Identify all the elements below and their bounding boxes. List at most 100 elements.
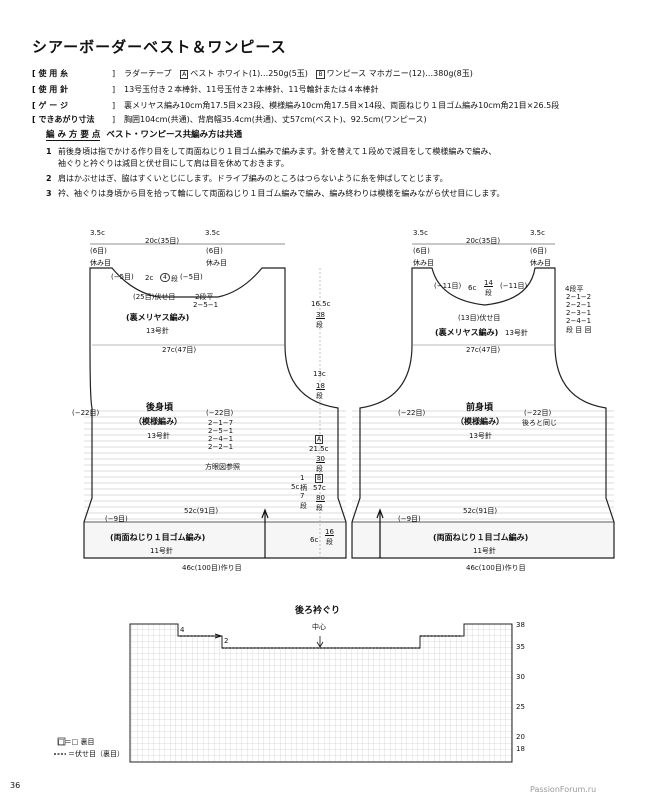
watermark: PassionForum.ru — [530, 785, 597, 794]
back-arm-rule-3: 2−2−1 — [208, 443, 234, 451]
front-neck-rule-1: 2−2−1 — [566, 301, 592, 309]
mid-seam-5: 段 — [300, 502, 307, 510]
front-cast-on: 46c(100目)作り目 — [466, 564, 526, 572]
grid-center-label: 中心 — [312, 623, 326, 631]
mid-seam-2: 柄 — [300, 484, 307, 492]
back-rib-needle: 11号針 — [150, 547, 173, 555]
front-dec-r: (−11目) — [500, 282, 528, 290]
front-width-27: 27c(47目) — [466, 346, 501, 354]
front-neck-rule-2: 2−3−1 — [566, 309, 592, 317]
front-neck-6c: 6c — [468, 284, 477, 292]
grid-row-30: 30 — [516, 673, 525, 681]
mid-v1u: 段 — [316, 321, 323, 329]
grid-step-2: 2 — [224, 637, 229, 645]
back-outline — [83, 267, 347, 559]
front-shoulder-l-st: (6目) — [413, 247, 430, 255]
front-rib-needle: 11号針 — [473, 547, 496, 555]
mid-v1: 16.5c — [311, 300, 331, 308]
mid-v3s: 30 — [316, 455, 325, 463]
grid-row-35: 35 — [516, 643, 525, 651]
front-upper-needle: 13号針 — [505, 329, 528, 337]
back-arm-l: (−22目) — [72, 409, 100, 417]
mid-v5: 6c — [310, 536, 319, 544]
mid-v4s: 80 — [316, 494, 325, 502]
mid-v5u: 段 — [326, 538, 333, 546]
mid-v4u: 段 — [316, 504, 323, 512]
front-neck-bind: (13目)伏せ目 — [458, 314, 501, 322]
box-a-label: A — [180, 70, 189, 79]
back-width-52: 52c(91目) — [184, 507, 219, 515]
back-shoulder-r-st: (6目) — [206, 247, 223, 255]
mid-seam-4: 5c — [291, 483, 300, 491]
front-arm-r: (−22目) — [524, 409, 552, 417]
back-arm-r: (−22目) — [206, 409, 234, 417]
back-dec-9: (−9目) — [105, 515, 128, 523]
grid-center-arrow — [316, 636, 324, 648]
front-rest-r: 休み目 — [530, 259, 551, 267]
front-rest-l: 休み目 — [413, 259, 434, 267]
back-cast-on: 46c(100目)作り目 — [182, 564, 242, 572]
front-pattern-fill — [352, 408, 614, 523]
back-arm-rule-0: 2−1−7 — [208, 419, 234, 427]
page-title: シアーボーダーベスト＆ワンピース — [32, 38, 287, 56]
back-shoulder-l-st: (6目) — [90, 247, 107, 255]
back-dec-r: (−5目) — [180, 273, 203, 281]
spec-gauge: [ ゲ ー ジ]裏メリヤス編み10cm角17.5目×23段、模様編み10cm角1… — [32, 101, 560, 110]
front-neck-width: 20c(35目) — [466, 237, 501, 245]
grid-row-18: 18 — [516, 745, 525, 753]
box-b-label: B — [316, 70, 325, 79]
front-knit-direction-arrow — [376, 508, 384, 558]
front-arm-same: 後ろと同じ — [522, 419, 557, 427]
back-neck-4: 4 — [160, 273, 170, 282]
front-main-needle: 13号針 — [469, 432, 492, 440]
front-neck-rule-3: 2−4−1 — [566, 317, 592, 325]
back-body-diagram — [83, 243, 347, 559]
legend-box-icon — [57, 737, 66, 746]
back-neck-bind: (25目)伏せ目 — [133, 293, 176, 301]
back-neck-4-unit: 段 — [171, 275, 178, 283]
mid-v3: 21.5c — [309, 445, 329, 453]
back-pattern-fill — [84, 408, 346, 523]
front-dec-l: (−11目) — [434, 282, 462, 290]
mid-a-mark: A — [315, 435, 324, 444]
front-shoulder-r-st: (6目) — [530, 247, 547, 255]
page-number: 36 — [10, 781, 21, 790]
spec-needle: [ 使 用 針]13号玉付き２本棒針、11号玉付き２本棒針、11号輪針または４本… — [32, 85, 379, 94]
front-dec-9: (−9目) — [398, 515, 421, 523]
mid-v1s: 38 — [316, 311, 325, 319]
back-shoulder-r: 3.5c — [205, 229, 220, 237]
front-rib-name: (両面ねじり１目ゴム編み) — [433, 533, 529, 542]
back-main-name: 後身頃 — [146, 403, 174, 413]
front-body-diagram — [351, 243, 615, 559]
front-neck-14: 14 — [484, 279, 493, 287]
spec-size: [ できあがり寸法]胸囲104cm(共通)、背肩幅35.4cm(共通)、丈57c… — [32, 115, 427, 124]
back-upper-needle: 13号針 — [146, 327, 169, 335]
mid-v3u: 段 — [316, 465, 323, 473]
back-main-needle: 13号針 — [147, 432, 170, 440]
back-neck-2c: 2c — [145, 274, 154, 282]
front-shoulder-l: 3.5c — [413, 229, 428, 237]
back-arm-rule-1: 2−5−1 — [208, 427, 234, 435]
back-rest-r: 休み目 — [206, 259, 227, 267]
front-outline — [351, 267, 615, 559]
back-neck-width: 20c(35目) — [145, 237, 180, 245]
back-main-pattern: （模様編み） — [134, 417, 182, 426]
back-rest-l: 休み目 — [90, 259, 111, 267]
back-shoulder-l: 3.5c — [90, 229, 105, 237]
front-neck-rules-foot: 段 目 回 — [566, 326, 592, 334]
mid-seam-3: 7 — [300, 492, 305, 500]
back-knit-direction-arrow — [261, 508, 269, 558]
front-neck-rules-head: 4段平 — [565, 285, 584, 293]
mid-v2: 13c — [313, 370, 326, 378]
back-rib-fill — [84, 523, 346, 558]
grid-row-38: 38 — [516, 621, 525, 629]
mid-v4: 57c — [313, 484, 326, 492]
front-width-52: 52c(91目) — [463, 507, 498, 515]
grid-step-4: 4 — [180, 626, 185, 634]
back-width-27: 27c(47目) — [162, 346, 197, 354]
front-rib-fill — [352, 523, 614, 558]
